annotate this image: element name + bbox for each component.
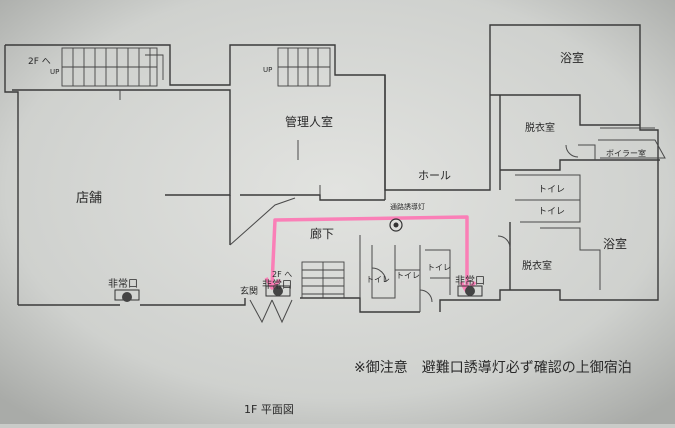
room-toilet-1-label: トイレ [538, 185, 565, 195]
room-toilet-2-label: トイレ [538, 207, 565, 217]
notice-text: ※御注意 避難口誘導灯必ず確認の上御宿泊 [354, 359, 632, 376]
staircase-center [277, 47, 331, 87]
staircase-entrance [301, 261, 345, 299]
interior-walls [12, 75, 666, 312]
room-toilet-5-label: トイレ [427, 263, 451, 272]
up-label-1: UP [50, 68, 59, 76]
up-label-2: UP [263, 66, 272, 74]
room-dressing-top-label: 脱衣室 [525, 121, 555, 134]
guide-light-label: 通路誘導灯 [390, 202, 425, 211]
route-arrow-left [264, 277, 282, 290]
room-entrance-label: 玄関 [240, 285, 258, 297]
room-bath-right-label: 浴室 [603, 236, 627, 251]
emergency-exit-right-label: 非常口 [455, 274, 485, 287]
stair-2f-entrance-label: 2F へ [272, 270, 292, 279]
room-boiler-label: ボイラー室 [606, 148, 646, 158]
emergency-exit-center-label: 非常口 [262, 278, 292, 291]
stair-up-left-label: 2F へ [28, 57, 51, 67]
room-shop-label: 店舗 [76, 191, 102, 206]
staircase-left [61, 47, 164, 87]
room-manager-label: 管理人室 [285, 114, 333, 129]
exit-marker-center [265, 285, 291, 297]
room-toilet-3-label: トイレ [366, 275, 390, 284]
room-toilet-4-label: トイレ [396, 271, 420, 280]
outer-walls [4, 24, 659, 313]
emergency-exit-left-label: 非常口 [108, 277, 138, 290]
evacuation-route [270, 215, 469, 288]
room-dressing-bottom-label: 脱衣室 [522, 259, 552, 272]
room-bath-top-label: 浴室 [560, 50, 584, 65]
exit-marker-right [457, 285, 483, 297]
room-hall-label: ホール [418, 169, 451, 182]
floor-title: 1F 平面図 [244, 403, 294, 416]
room-corridor-label: 廊下 [310, 226, 334, 241]
doors [249, 140, 579, 324]
guide-light-marker [389, 218, 403, 232]
exit-marker-left [114, 289, 140, 302]
